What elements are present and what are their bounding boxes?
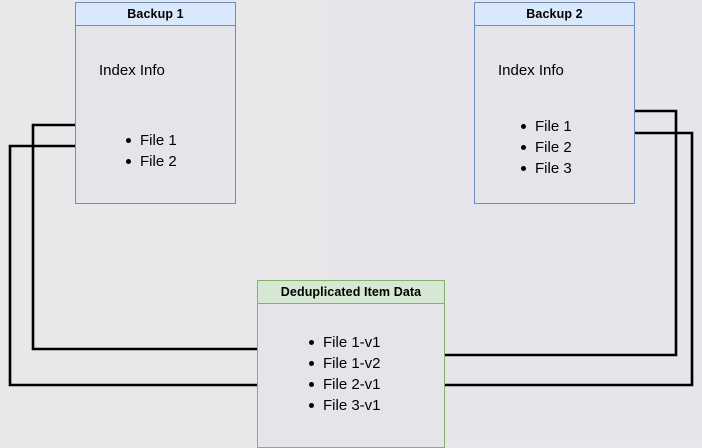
node-deduplicated-item-data[interactable]: Deduplicated Item Data File 1-v1 File 1-… <box>257 280 445 448</box>
list-item[interactable]: File 1-v2 <box>307 353 381 374</box>
node-backup-1-section-label: Index Info <box>99 62 165 79</box>
list-item[interactable]: File 2 <box>519 137 572 158</box>
list-item[interactable]: File 2 <box>124 151 177 172</box>
list-item[interactable]: File 1-v1 <box>307 332 381 353</box>
node-backup-2-body: Index Info File 1 File 2 File 3 <box>475 26 634 204</box>
node-backup-2[interactable]: Backup 2 Index Info File 1 File 2 File 3 <box>474 2 635 204</box>
node-deduplicated-item-data-title: Deduplicated Item Data <box>258 281 444 304</box>
node-backup-2-file-list: File 1 File 2 File 3 <box>519 116 572 179</box>
list-item[interactable]: File 3-v1 <box>307 395 381 416</box>
node-deduplicated-item-data-body: File 1-v1 File 1-v2 File 2-v1 File 3-v1 <box>258 304 444 448</box>
node-backup-1-file-list: File 1 File 2 <box>124 130 177 172</box>
list-item[interactable]: File 2-v1 <box>307 374 381 395</box>
node-backup-1-body: Index Info File 1 File 2 <box>76 26 235 204</box>
node-backup-2-section-label: Index Info <box>498 62 564 79</box>
node-deduplicated-item-data-file-list: File 1-v1 File 1-v2 File 2-v1 File 3-v1 <box>307 332 381 416</box>
node-backup-1[interactable]: Backup 1 Index Info File 1 File 2 <box>75 2 236 204</box>
list-item[interactable]: File 3 <box>519 158 572 179</box>
node-backup-1-title: Backup 1 <box>76 3 235 26</box>
list-item[interactable]: File 1 <box>124 130 177 151</box>
list-item[interactable]: File 1 <box>519 116 572 137</box>
node-backup-2-title: Backup 2 <box>475 3 634 26</box>
